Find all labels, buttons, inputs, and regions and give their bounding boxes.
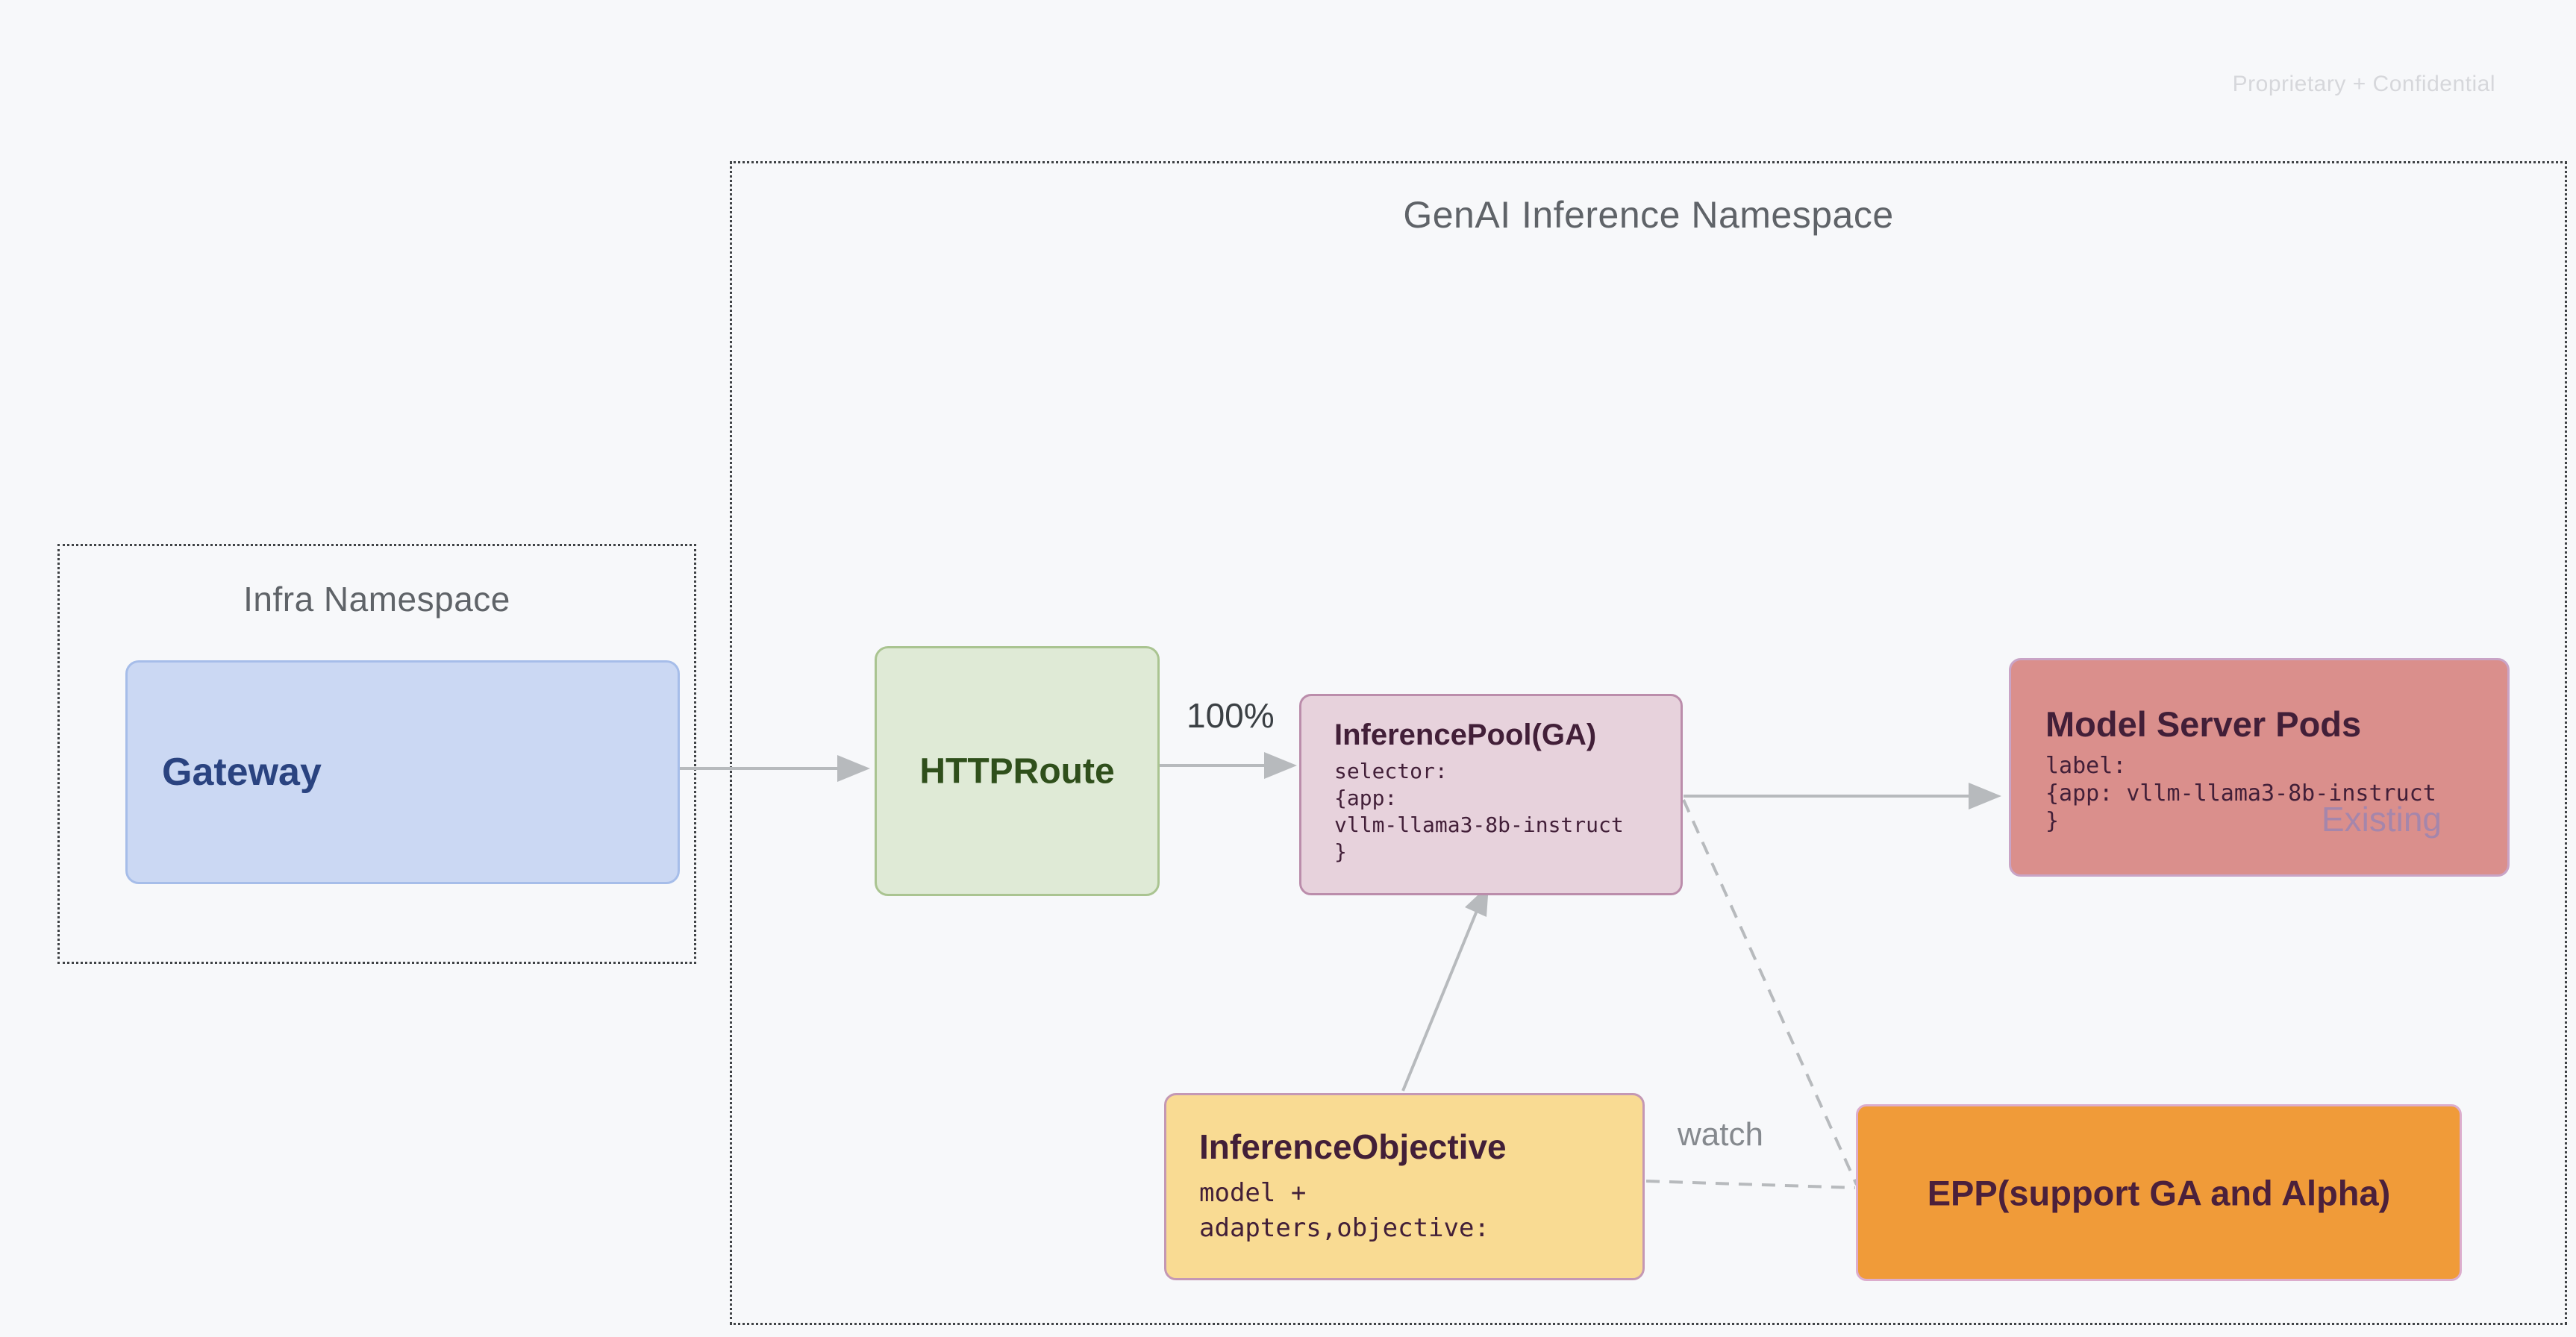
gateway-label: Gateway [162,751,322,794]
genai-namespace-title: GenAI Inference Namespace [1403,194,1894,236]
inference-pool-title: InferencePool(GA) [1334,718,1597,751]
watch-label: watch [1678,1116,1763,1153]
epp-label: EPP(support GA and Alpha) [1927,1173,2391,1212]
epp-node[interactable]: EPP(support GA and Alpha) [1856,1104,2462,1281]
inference-objective-title: InferenceObjective [1199,1127,1507,1166]
inference-pool-selector-code: selector: {app: vllm-llama3-8b-instruct … [1334,759,1624,864]
inference-pool-node[interactable]: InferencePool(GA) selector: {app: vllm-l… [1299,694,1683,895]
model-server-pods-node[interactable]: Model Server Pods label: {app: vllm-llam… [2009,658,2510,877]
model-server-pods-label-code: label: {app: vllm-llama3-8b-instruct } [2045,753,2436,834]
inference-objective-node[interactable]: InferenceObjective model + adapters,obje… [1164,1093,1645,1280]
model-server-pods-title: Model Server Pods [2045,704,2362,744]
gateway-node[interactable]: Gateway [125,660,680,884]
genai-namespace-container: GenAI Inference Namespace [730,161,2567,1325]
inference-objective-code: model + adapters,objective: [1199,1178,1489,1243]
infra-namespace-title: Infra Namespace [243,580,510,619]
existing-status-tag: Existing [2321,800,2442,839]
httproute-node[interactable]: HTTPRoute [875,646,1160,896]
infra-namespace-container: Infra Namespace [57,544,696,964]
httproute-label: HTTPRoute [919,751,1115,791]
confidential-watermark: Proprietary + Confidential [2232,72,2495,96]
route-weight-label: 100% [1187,696,1275,735]
